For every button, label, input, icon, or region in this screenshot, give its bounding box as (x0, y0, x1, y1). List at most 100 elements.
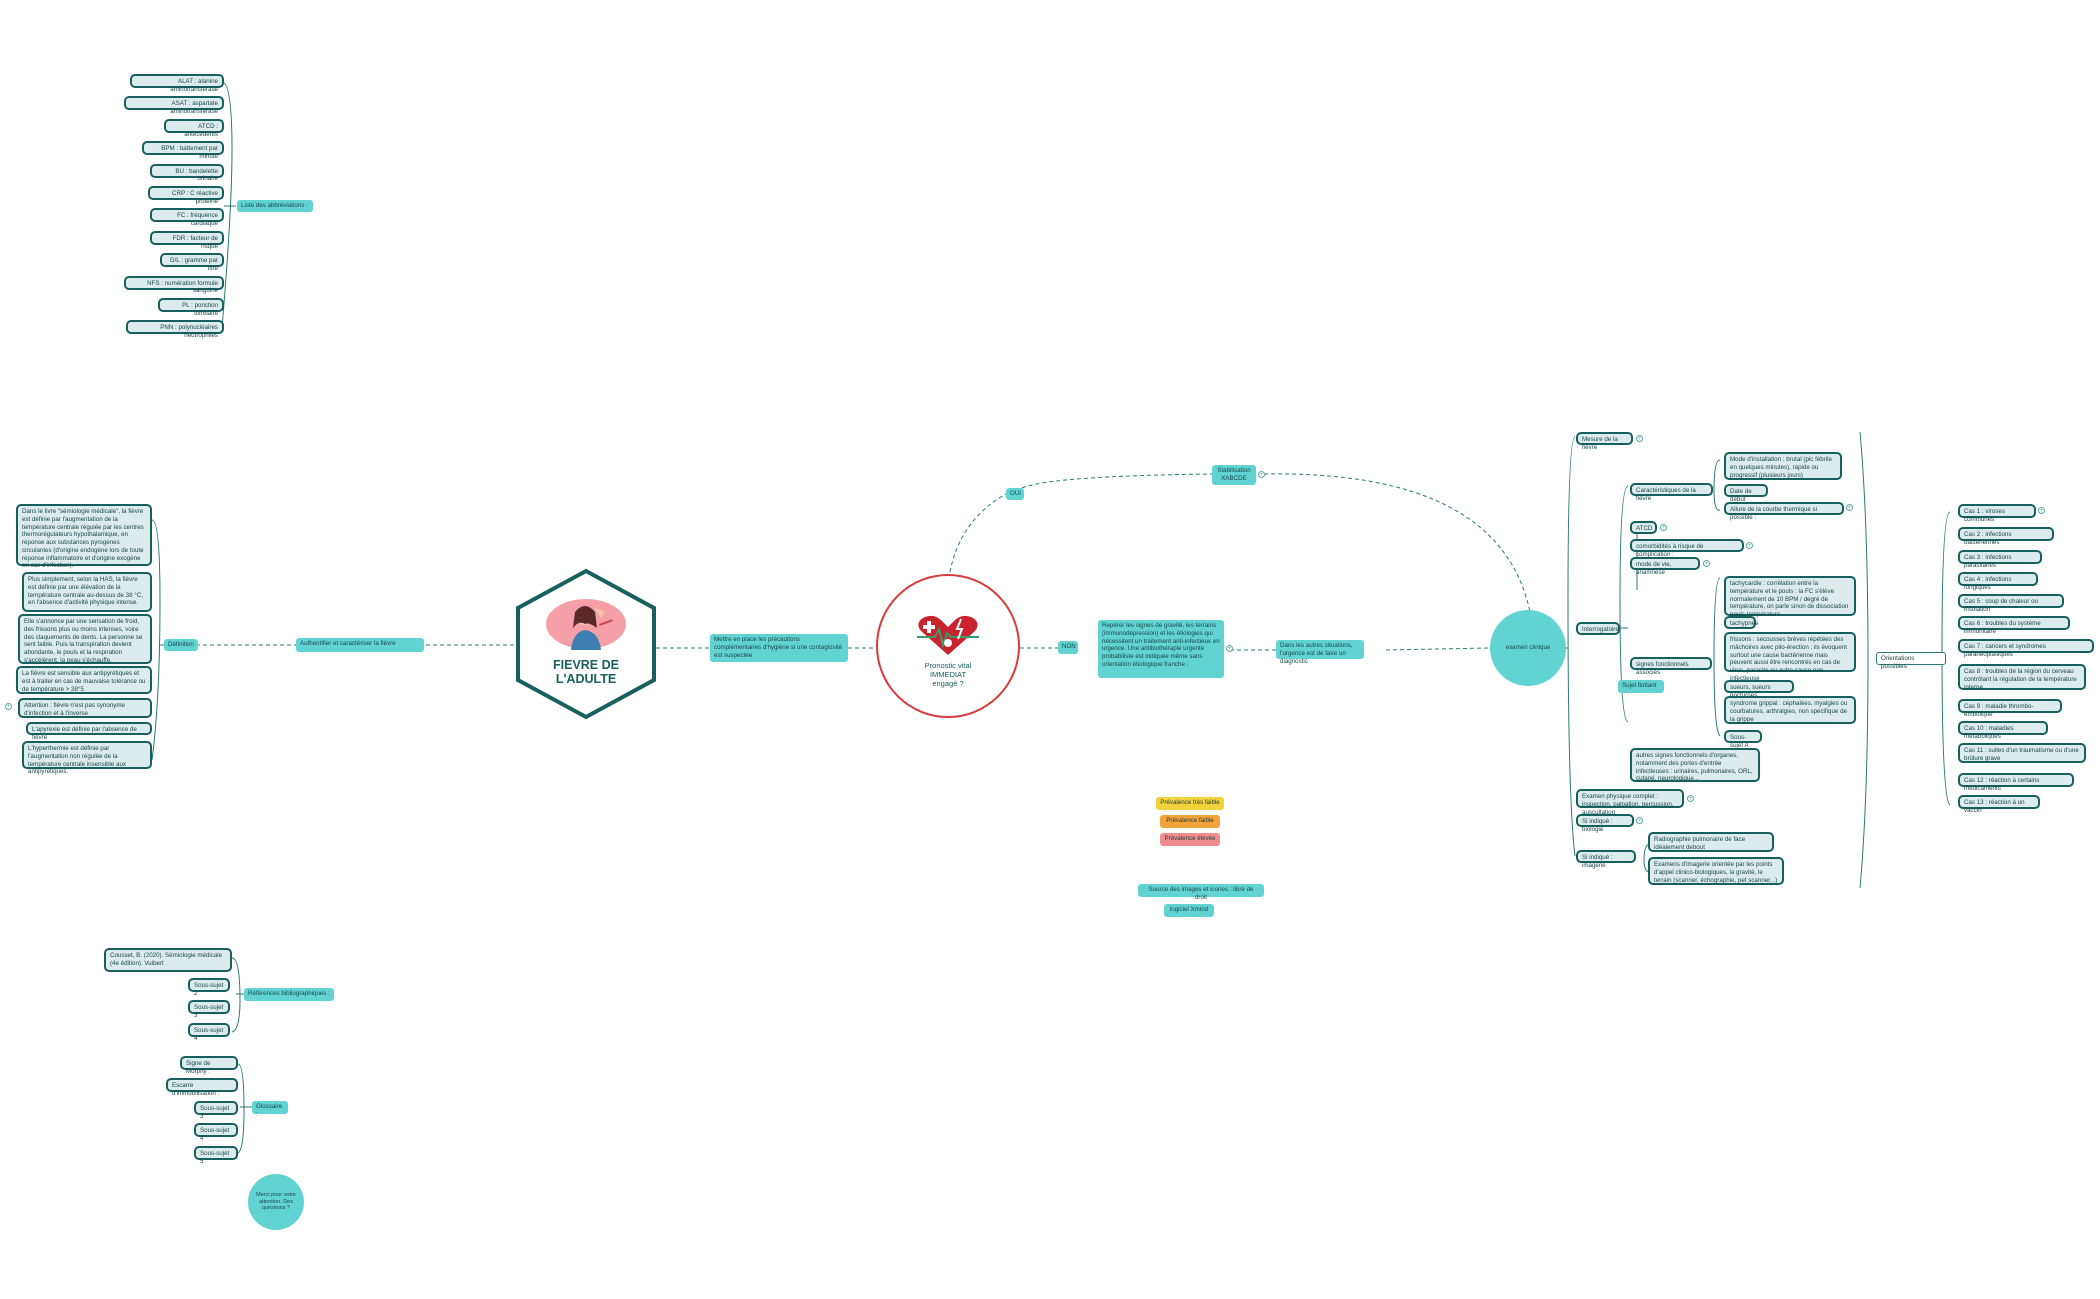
abbreviation-item[interactable]: PNN : polynucléaires neutrophiles (126, 320, 224, 339)
expand-icon[interactable]: + (5, 703, 12, 710)
identify-fever[interactable]: Authentifier et caractériser la fièvre (296, 638, 424, 652)
other-signs[interactable]: autres signes fonctionnels d'organes, no… (1630, 748, 1760, 782)
expand-icon[interactable]: + (1660, 524, 1667, 531)
heart-emergency-icon (917, 615, 979, 655)
orientation-item[interactable]: Cas 4 : infections fongiques (1958, 572, 2038, 591)
sign-item[interactable]: tachypnée (1724, 616, 1759, 629)
definition-item[interactable]: Dans le livre "sémiologie médicale", la … (16, 504, 152, 569)
expand-icon[interactable]: + (1746, 542, 1753, 549)
reference-item[interactable]: Sous-sujet 4 (188, 1023, 230, 1042)
abbreviation-item[interactable]: G/L : gramme par litre (160, 253, 224, 272)
definition-label[interactable]: Définition (164, 639, 198, 651)
sign-item[interactable]: tachycardie : corrélation entre la tempé… (1724, 576, 1856, 618)
reference-item[interactable]: Cousset, B. (2020). Sémiologie médicale … (104, 948, 232, 972)
floating-topic[interactable]: Sujet flottant (1618, 680, 1664, 693)
expand-icon[interactable]: + (1258, 471, 1265, 478)
imaging-node[interactable]: Si indiqué : imagerie (1576, 850, 1636, 869)
expand-icon[interactable]: + (1226, 645, 1233, 652)
characteristic-item[interactable]: Date de début (1724, 484, 1768, 503)
characteristic-item[interactable]: Allure de la courbe thermique si possibl… (1724, 502, 1844, 521)
severity-node[interactable]: Repérer les signes de gravité, les terra… (1098, 620, 1224, 678)
definition-item[interactable]: L'apyrexie est définie par l'absence de … (26, 722, 152, 741)
glossary-item[interactable]: Sous-sujet 4 (194, 1123, 238, 1142)
glossary-label[interactable]: Glossaire : (252, 1101, 288, 1118)
abbreviation-label[interactable]: Liste des abbréviations : (237, 200, 313, 212)
abbreviation-item[interactable]: BPM : battement par minute (142, 141, 224, 160)
imaging-item[interactable]: Examens d'imagerie orientée par les poin… (1648, 857, 1784, 885)
thanks-node[interactable]: Merci pour votre attention. Des question… (248, 1174, 304, 1230)
reference-item[interactable]: Sous-sujet 3 (188, 1000, 230, 1019)
definition-item[interactable]: Attention : fièvre n'est pas synonyme d'… (18, 698, 152, 718)
characteristic-item[interactable]: Mode d'installation : brutal (pic fébril… (1724, 452, 1842, 480)
prognosis-node[interactable]: Pronostic vital IMMEDIAT engagé ? (876, 574, 1020, 718)
hygiene-precautions[interactable]: Mettre en place les précautions compléme… (710, 634, 848, 662)
orientation-item[interactable]: Cas 2 : infections bactériennes (1958, 527, 2054, 546)
stabilisation-node[interactable]: Stabilisation XABCDE (1212, 465, 1256, 485)
orientation-item[interactable]: Cas 11 : suites d'un traumatisme ou d'un… (1958, 743, 2086, 763)
references-label[interactable]: Références bibliographiques : (244, 988, 334, 1001)
expand-icon[interactable]: + (2038, 507, 2045, 514)
orientation-item[interactable]: Cas 1 : viroses communes (1958, 504, 2036, 523)
orientation-item[interactable]: Cas 7 : cancers et syndromes paranéoplas… (1958, 639, 2094, 658)
definition-item[interactable]: Elle s'annonce par une sensation de froi… (18, 614, 152, 664)
glossary-item[interactable]: Sous-sujet 3 (194, 1101, 238, 1120)
expand-icon[interactable]: + (1636, 817, 1643, 824)
abbreviation-item[interactable]: ALAT : alanine aminotransférase (130, 74, 224, 93)
no-branch[interactable]: NON (1058, 641, 1078, 654)
physical-exam[interactable]: Examen physique complet : inspection, pa… (1576, 789, 1684, 816)
abbreviation-item[interactable]: CRP : C réactive protéine (148, 186, 224, 205)
orientations-label[interactable]: Orientations possibles (1876, 652, 1946, 670)
interrogatoire-node[interactable]: Interrogatoire (1576, 622, 1620, 635)
abbreviation-item[interactable]: PL : ponction lombaire (158, 298, 224, 317)
atcd-node[interactable]: ATCD : (1630, 521, 1657, 540)
orientation-item[interactable]: Cas 9 : maladie thrombo-embolique (1958, 699, 2062, 718)
orientation-item[interactable]: Cas 12 : réaction à certains médicaments (1958, 773, 2074, 792)
definition-item[interactable]: L'hyperthermie est définie par l'augment… (22, 741, 152, 775)
abbreviation-item[interactable]: BU : bandelette urinaire (150, 163, 224, 182)
definition-item[interactable]: La fièvre est sensible aux antipyrétique… (16, 666, 152, 694)
sign-item[interactable]: sueurs, sueurs nocturnes (1724, 680, 1794, 699)
abbreviation-item[interactable]: FDR : facteur de risque (150, 230, 224, 250)
definition-item[interactable]: Plus simplement, selon la HAS, la fièvre… (22, 572, 152, 612)
fever-measure[interactable]: Mesure de la fièvre (1576, 432, 1633, 451)
abbreviation-item[interactable]: ASAT : aspartate aminotransférase (124, 96, 224, 115)
software-credit[interactable]: logiciel Xmind (1164, 904, 1214, 917)
other-situations[interactable]: Dans les autres situations, l'urgence es… (1276, 640, 1364, 665)
biology-node[interactable]: Si indiqué : biologie (1576, 814, 1634, 833)
sign-item[interactable]: frissons : secousses brèves répétées des… (1724, 632, 1856, 682)
comorbidities-node[interactable]: comorbidités à risque de complication : (1630, 539, 1744, 558)
imaging-item[interactable]: Radiographie pulmonaire de face idéaleme… (1648, 832, 1774, 852)
abbreviation-item[interactable]: NFS : numération formule sanguine (124, 275, 224, 294)
orientation-item[interactable]: Cas 8 : troubles de la région du cerveau… (1958, 664, 2086, 691)
sign-item[interactable]: syndrome grippal : céphalées, myalgies o… (1724, 696, 1856, 724)
associated-signs[interactable]: signes fonctionnels associés (1630, 657, 1712, 676)
sick-woman-icon (546, 599, 626, 650)
expand-icon[interactable]: + (1687, 795, 1694, 802)
glossary-item[interactable]: Sous-sujet 5 (194, 1146, 238, 1165)
image-source[interactable]: Source des images et icones : libre de d… (1138, 884, 1264, 901)
legend-low: Prévalence faible (1160, 815, 1220, 828)
glossary-item[interactable]: Signe de Murphy : (180, 1056, 238, 1075)
glossary-item[interactable]: Escarre d'immobilisation : (166, 1078, 238, 1097)
orientation-item[interactable]: Cas 13 : réaction à un vaccin (1958, 795, 2040, 814)
expand-icon[interactable]: + (1636, 435, 1643, 442)
reference-item[interactable]: Sous-sujet 2 (188, 978, 230, 997)
yes-branch[interactable]: OUI (1006, 488, 1024, 500)
orientation-item[interactable]: Cas 5 : coup de chaleur ou insolation (1958, 594, 2064, 613)
central-topic-title: FIEVRE DE L'ADULTE (553, 658, 619, 687)
abbreviation-item[interactable]: FC : fréquence cardiaque (150, 208, 224, 227)
central-topic[interactable]: FIEVRE DE L'ADULTE (514, 568, 658, 720)
orientation-item[interactable]: Cas 10 : maladies métaboliques (1958, 721, 2048, 740)
clinical-exam-node[interactable]: examen clinique (1490, 610, 1566, 686)
orientation-item[interactable]: Cas 3 : infections parasitaires (1958, 550, 2042, 569)
lifestyle-node[interactable]: mode de vie, anamnèse (1630, 557, 1700, 576)
prognosis-label: Pronostic vital IMMEDIAT engagé ? (924, 660, 972, 688)
abbreviation-item[interactable]: ATCD : antécédents (164, 118, 224, 138)
expand-icon[interactable]: + (1846, 504, 1853, 511)
orientation-item[interactable]: Cas 6 : troubles du système immunitaire (1958, 616, 2070, 635)
expand-icon[interactable]: + (1703, 560, 1710, 567)
sign-item[interactable]: Sous-sujet A (1724, 730, 1762, 749)
fever-characteristics[interactable]: Caractéristiques de la fièvre (1630, 483, 1713, 502)
legend-high: Prévalence élevée (1160, 833, 1220, 846)
